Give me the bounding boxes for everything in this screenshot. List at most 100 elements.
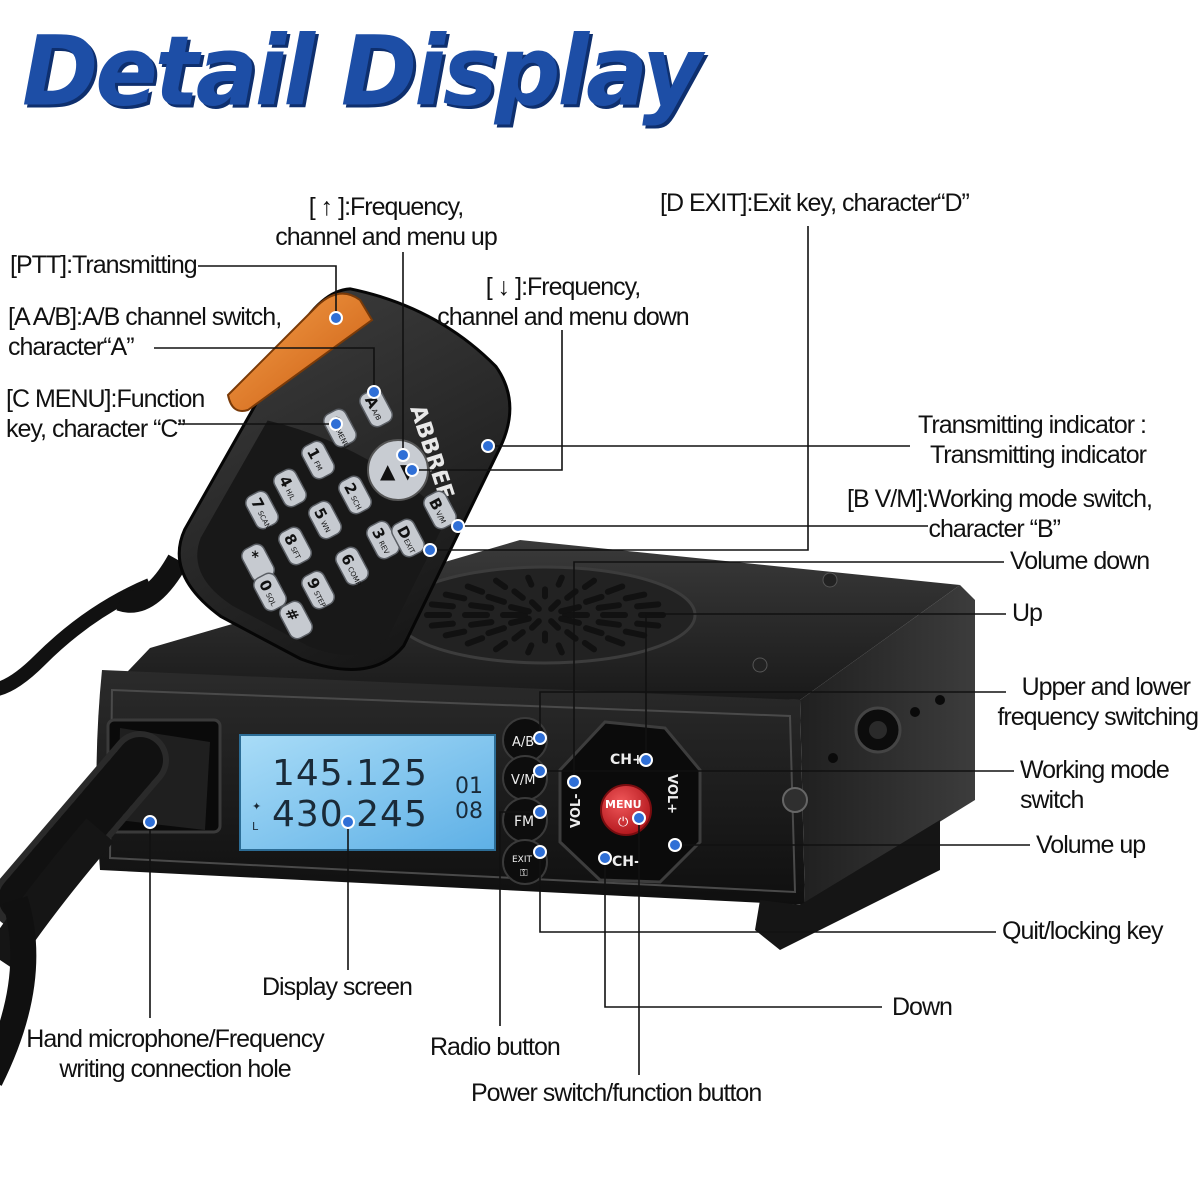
menu-power-button[interactable]: MENU ⏻ <box>600 784 652 836</box>
callout-dot <box>632 811 646 825</box>
grille-slot <box>604 583 626 595</box>
leader-lines <box>149 226 1030 1075</box>
svg-text:VOL+: VOL+ <box>664 774 679 814</box>
vol-down-button[interactable]: VOL- <box>569 793 584 828</box>
mic-key-cap <box>279 600 313 640</box>
mic-key-cap <box>301 440 335 480</box>
grille-slot <box>558 604 582 615</box>
label-b-vm: [B V/M]:Working mode switch,character “B… <box>847 485 1153 543</box>
grille-slot <box>634 601 662 610</box>
label-volume-up: Volume up <box>1036 831 1146 859</box>
label-tx-indicator: Transmitting indicator :Transmitting ind… <box>918 411 1147 469</box>
label-up: Up <box>1012 599 1043 627</box>
ch-down-button[interactable]: CH- <box>612 854 640 870</box>
callout-dots <box>143 311 682 865</box>
mic-key-cap <box>253 572 287 612</box>
mic-key-4[interactable]: 4H/L <box>271 466 309 509</box>
grille-slot <box>464 583 486 595</box>
fm-button[interactable]: FM <box>502 797 548 843</box>
svg-text:L: L <box>252 820 259 833</box>
label-a-ab: [A A/B]:A/B channel switch,character“A” <box>8 303 282 361</box>
lcd-freq-upper: 145.125 <box>272 753 428 794</box>
svg-text:CH-: CH- <box>612 854 640 870</box>
callout-dot <box>423 543 437 557</box>
ab-button[interactable]: A/B <box>502 717 548 763</box>
page-title: Detail Display <box>22 15 702 128</box>
mic-keypad: AA/BCMENU1FM4H/L7SCAN2SCH5WN8SFT*3REV6CO… <box>241 386 459 641</box>
grille-slot <box>508 615 532 626</box>
grille-slot <box>595 602 622 611</box>
grille-slot <box>558 615 582 626</box>
label-power-switch: Power switch/function button <box>471 1079 762 1107</box>
grille-slot <box>604 635 626 647</box>
grille-slot <box>428 620 456 629</box>
callout-dot <box>481 439 495 453</box>
lcd-channel-lower: 08 <box>455 799 483 824</box>
mic-key-cap <box>245 490 279 530</box>
callout-dot <box>329 311 343 325</box>
vol-up-button[interactable]: VOL+ <box>664 774 679 814</box>
vm-button[interactable]: V/M <box>502 755 548 801</box>
grille-slot <box>529 599 542 612</box>
callout-dot <box>367 385 381 399</box>
callout-dot <box>341 815 355 829</box>
grille-slot <box>464 635 486 647</box>
grille-slot <box>442 591 468 602</box>
grille-slot <box>525 574 535 588</box>
callout-dot <box>533 845 547 859</box>
mic-key-hash[interactable]: # <box>277 598 315 641</box>
grille-slot <box>468 619 495 628</box>
grille-slot <box>442 628 468 639</box>
callout-dot <box>533 731 547 745</box>
power-icon: ⏻ <box>618 815 628 830</box>
mic-key-cap <box>278 526 312 566</box>
grille-slot <box>529 618 542 631</box>
callout-dot <box>533 805 547 819</box>
grille-slot <box>583 593 605 605</box>
mic-key-cap <box>338 475 372 515</box>
grille-slot <box>581 639 598 653</box>
svg-text:CH+: CH+ <box>610 752 644 768</box>
mic-key-a[interactable]: AA/B <box>357 386 395 429</box>
mic-key-cap <box>335 546 369 586</box>
mic-key-cap <box>391 518 425 558</box>
grille-slot <box>622 591 648 602</box>
svg-text:A/B: A/B <box>512 735 534 750</box>
label-volume-down: Volume down <box>1010 547 1150 575</box>
mic-key-5[interactable]: 5WN <box>306 498 344 541</box>
hand-microphone: ABBREE ▲ ▼ AA/BCMENU1FM4H/L7SCAN2SCH5WN8… <box>0 287 512 696</box>
lcd-channel-upper: 01 <box>455 774 483 799</box>
svg-text:EXIT: EXIT <box>512 855 533 865</box>
grille-slot <box>595 619 622 628</box>
grille-slot <box>508 604 532 615</box>
grille-slot <box>525 642 535 656</box>
grille-slot <box>485 625 507 637</box>
mic-key-b[interactable]: BV/M <box>421 488 459 531</box>
grille-slot <box>468 602 495 611</box>
callout-dot <box>567 775 581 789</box>
grille-slot <box>634 620 662 629</box>
callout-dot <box>405 463 419 477</box>
grille-slot <box>492 639 509 653</box>
lock-icon: ⚿ <box>520 868 528 879</box>
speaker-grille <box>393 565 697 665</box>
ch-up-button[interactable]: CH+ <box>610 752 644 768</box>
radio-control-pad: CH+ CH- VOL- VOL+ MENU ⏻ <box>558 720 702 884</box>
lcd-display: 145.125 430.245 01 08 ✦ L <box>239 734 496 851</box>
svg-text:V/M: V/M <box>511 773 536 788</box>
mic-key-1[interactable]: 1FM <box>299 438 337 481</box>
callout-dot <box>668 838 682 852</box>
grille-slot <box>581 577 598 591</box>
